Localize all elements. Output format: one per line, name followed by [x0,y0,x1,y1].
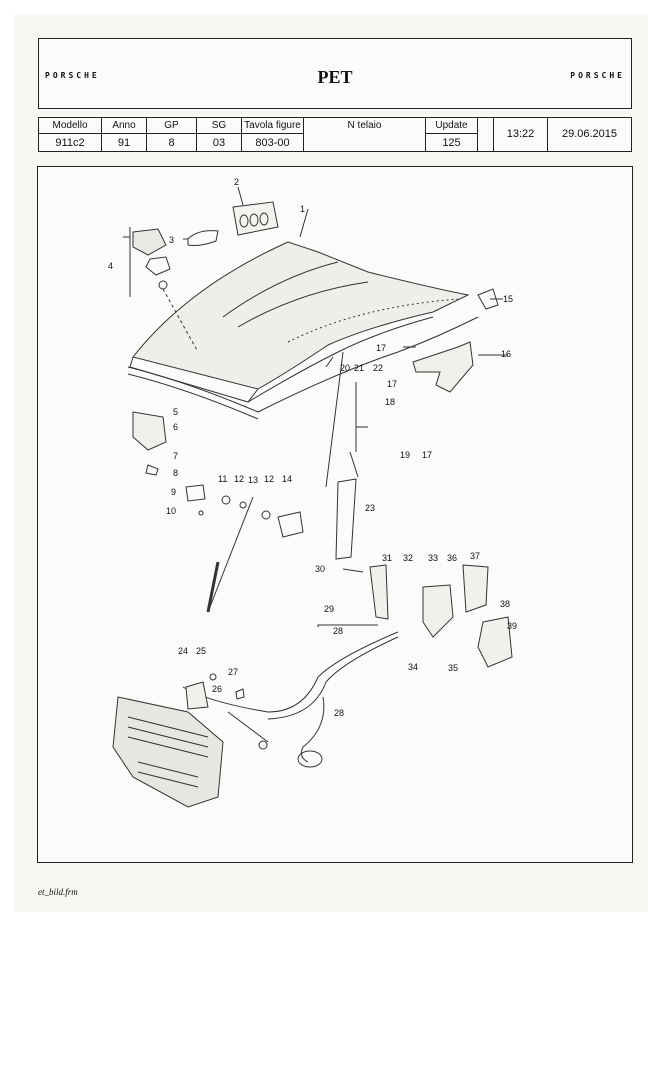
footer-file-name: et_bild.frm [38,887,78,897]
gp-cell: GP 8 [147,118,197,151]
part-label-24: 24 [178,646,188,656]
gp-value: 8 [168,137,175,149]
part-label-35: 35 [448,663,458,673]
model-label: Modello [52,120,88,131]
part-label-22: 22 [373,363,383,373]
part-label-38: 38 [500,599,510,609]
part-label-16: 16 [501,349,511,359]
sg-cell: SG 03 [197,118,242,151]
part-label-8: 8 [173,468,178,478]
page-title: PET [317,67,353,87]
year-cell: Anno 91 [102,118,147,151]
part-label-12b: 12 [264,474,274,484]
part-label-4: 4 [108,261,113,271]
part-label-3: 3 [169,235,174,245]
part-label-21: 21 [354,363,364,373]
year-label: Anno [112,120,136,131]
update-value: 125 [442,137,461,149]
part-label-7: 7 [173,451,178,461]
part-label-2: 2 [234,177,239,187]
part-label-37: 37 [470,551,480,561]
part-label-14: 14 [282,474,292,484]
part-label-20: 20 [340,363,350,373]
sg-value: 03 [212,137,226,149]
brand-logo-right: PORSCHE [570,71,625,80]
model-value: 911c2 [55,137,85,149]
part-label-32: 32 [403,553,413,563]
part-label-31: 31 [382,553,392,563]
part-label-23: 23 [365,503,375,513]
time-cell: 13:22 [494,118,548,151]
info-table: Modello 911c2 Anno 91 GP 8 SG 03 Tavola … [38,117,632,152]
part-label-18: 18 [385,397,395,407]
part-label-10: 10 [166,506,176,516]
part-label-17c: 17 [422,450,432,460]
part-label-12a: 12 [234,474,244,484]
year-value: 91 [117,137,131,149]
spacer-cell [478,118,494,151]
update-cell: Update 125 [426,118,478,151]
part-label-6: 6 [173,422,178,432]
part-label-36: 36 [447,553,457,563]
header-box: PORSCHE PET PORSCHE [38,38,632,109]
part-label-29: 29 [324,604,334,614]
part-label-11: 11 [218,474,227,484]
figure-label: Tavola figure [244,120,301,131]
part-label-17b: 17 [387,379,397,389]
brand-logo-left: PORSCHE [45,71,100,80]
figure-value: 803-00 [255,137,290,149]
sg-label: SG [211,120,227,131]
part-label-26: 26 [212,684,222,694]
parts-diagram-frame: 2 1 3 4 5 6 7 8 9 10 11 12 13 12 14 15 1… [37,166,633,863]
date-cell: 29.06.2015 [548,118,631,151]
part-label-39: 39 [507,621,517,631]
part-label-27: 27 [228,667,238,677]
model-cell: Modello 911c2 [39,118,102,151]
part-label-1: 1 [300,204,305,214]
part-label-33: 33 [428,553,438,563]
exploded-parts-diagram: 2 1 3 4 5 6 7 8 9 10 11 12 13 12 14 15 1… [108,177,517,808]
part-label-5: 5 [173,407,178,417]
part-label-28a: 28 [333,626,343,636]
part-label-17a: 17 [376,343,386,353]
figure-cell: Tavola figure 803-00 [242,118,304,151]
time-value: 13:22 [506,128,535,140]
part-label-25: 25 [196,646,206,656]
part-label-30: 30 [315,564,325,574]
part-label-19: 19 [400,450,410,460]
gp-label: GP [164,120,179,131]
part-label-9: 9 [171,487,176,497]
date-value: 29.06.2015 [561,128,618,140]
part-label-13: 13 [248,475,258,485]
part-label-15: 15 [503,294,513,304]
chassis-cell: N telaio [304,118,426,151]
chassis-label: N telaio [347,120,382,131]
update-label: Update [435,120,468,131]
part-label-28b: 28 [334,708,344,718]
part-label-34: 34 [408,662,418,672]
